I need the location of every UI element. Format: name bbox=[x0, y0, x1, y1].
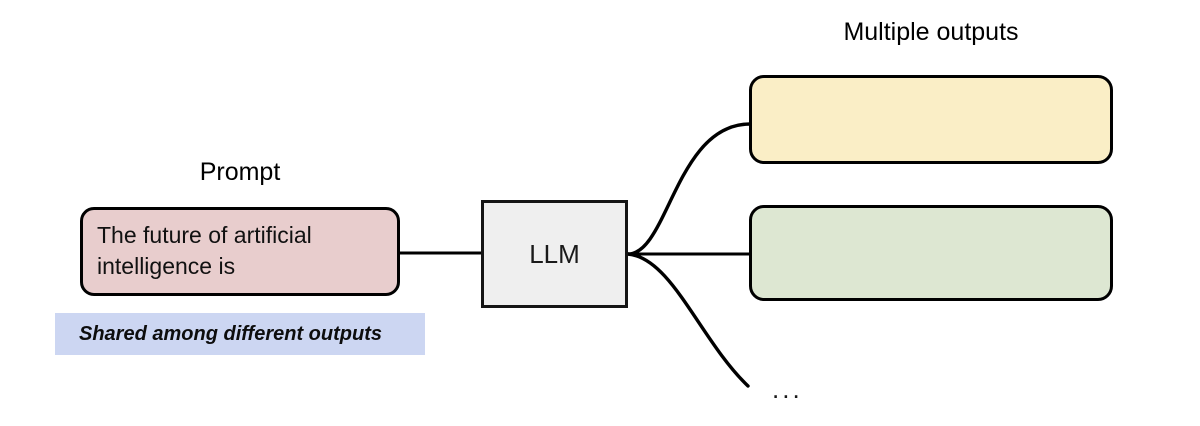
prompt-box-text: The future of artificial intelligence is bbox=[97, 222, 312, 279]
edge-llm-to-output-1 bbox=[626, 122, 752, 256]
output-box-1[interactable] bbox=[749, 75, 1113, 164]
output-box-2[interactable] bbox=[749, 205, 1113, 301]
edge-llm-to-more-outputs bbox=[626, 252, 750, 388]
llm-node[interactable]: LLM bbox=[481, 200, 628, 308]
llm-node-label: LLM bbox=[529, 239, 580, 269]
more-outputs-ellipsis: ... bbox=[772, 374, 803, 404]
shared-among-outputs-note: Shared among different outputs bbox=[55, 313, 425, 355]
shared-among-outputs-note-text: Shared among different outputs bbox=[79, 323, 382, 345]
prompt-box[interactable]: The future of artificial intelligence is bbox=[80, 207, 400, 296]
prompt-section-title: Prompt bbox=[199, 158, 281, 186]
outputs-section-title: Multiple outputs bbox=[843, 18, 1019, 46]
